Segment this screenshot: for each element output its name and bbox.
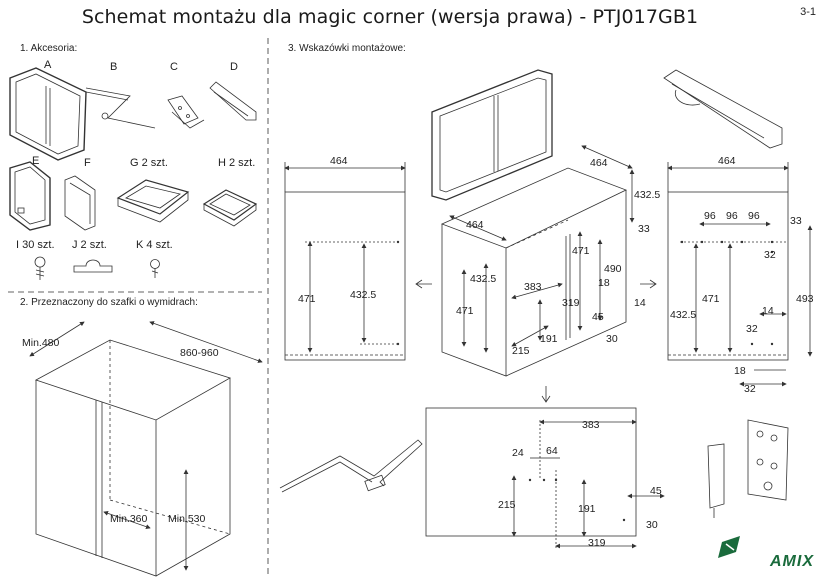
lp-471: 471 bbox=[298, 293, 316, 305]
bp-215: 215 bbox=[498, 499, 516, 511]
lp-464: 464 bbox=[330, 155, 348, 167]
rp-32b: 32 bbox=[746, 323, 758, 335]
bp-30: 30 bbox=[646, 519, 658, 531]
accessory-h-tray bbox=[202, 189, 258, 227]
cc-30: 30 bbox=[606, 333, 618, 345]
accessory-f-profile bbox=[64, 175, 96, 231]
cc-191: 191 bbox=[540, 333, 558, 345]
page-title: Schemat montażu dla magic corner (wersja… bbox=[81, 6, 699, 28]
rp-32c: 32 bbox=[744, 383, 756, 395]
accessory-i-screw bbox=[34, 256, 46, 280]
label-h: H 2 szt. bbox=[218, 157, 255, 169]
section-hints-heading: 3. Wskazówki montażowe: bbox=[288, 43, 406, 54]
label-e: E bbox=[32, 155, 39, 167]
cabinet-isometric bbox=[29, 321, 263, 577]
arrow-right bbox=[640, 279, 657, 289]
amix-logo-text: AMIX bbox=[770, 553, 814, 570]
accessory-a-frame bbox=[9, 67, 87, 161]
rp-471: 471 bbox=[702, 293, 720, 305]
accessory-b-rod bbox=[85, 87, 156, 129]
hole-markers bbox=[396, 240, 774, 522]
rp-493: 493 bbox=[796, 293, 814, 305]
rp-14: 14 bbox=[762, 305, 774, 317]
arrow-left bbox=[415, 279, 432, 289]
cc-383: 383 bbox=[524, 281, 542, 293]
bp-191: 191 bbox=[578, 503, 596, 515]
cc-215: 215 bbox=[512, 345, 530, 357]
bottom-hinge-part bbox=[707, 419, 789, 518]
label-c: C bbox=[170, 61, 178, 73]
cc-490: 490 bbox=[604, 263, 622, 275]
cc-464-top: 464 bbox=[590, 157, 608, 169]
label-g: G 2 szt. bbox=[130, 157, 168, 169]
cc-319: 319 bbox=[562, 297, 580, 309]
dim-min480: Min.480 bbox=[22, 337, 60, 349]
rp-432: 432.5 bbox=[670, 309, 696, 321]
bp-45: 45 bbox=[650, 485, 662, 497]
bp-64: 64 bbox=[546, 445, 558, 457]
rp-96c: 96 bbox=[748, 210, 760, 222]
center-cabinet bbox=[440, 145, 635, 377]
left-panel-drawing bbox=[284, 162, 406, 361]
cc-14: 14 bbox=[634, 297, 646, 309]
cc-432: 432.5 bbox=[634, 189, 660, 201]
label-b: B bbox=[110, 61, 117, 73]
cc-left471: 471 bbox=[456, 305, 474, 317]
bp-319: 319 bbox=[588, 537, 606, 549]
rp-32a: 32 bbox=[764, 249, 776, 261]
cc-18: 18 bbox=[598, 277, 610, 289]
label-i: I 30 szt. bbox=[16, 239, 55, 251]
dim-min530: Min.530 bbox=[168, 513, 206, 525]
page-number: 3-1 bbox=[800, 6, 816, 18]
cc-464-depth: 464 bbox=[466, 219, 484, 231]
amix-logo-mark bbox=[718, 536, 740, 558]
label-a: A bbox=[44, 59, 52, 71]
accessory-c-hinge bbox=[167, 95, 205, 129]
dim-860-960: 860-960 bbox=[180, 347, 219, 359]
bp-24: 24 bbox=[512, 447, 524, 459]
section-accessories-heading: 1. Akcesoria: bbox=[20, 43, 78, 54]
label-f: F bbox=[84, 157, 91, 169]
cc-45: 45 bbox=[592, 311, 604, 323]
rp-18: 18 bbox=[734, 365, 746, 377]
accessory-d-bracket bbox=[209, 81, 257, 121]
rp-464: 464 bbox=[718, 155, 736, 167]
rp-96b: 96 bbox=[726, 210, 738, 222]
cc-471: 471 bbox=[572, 245, 590, 257]
label-j: J 2 szt. bbox=[72, 239, 107, 251]
dim-min360: Min.360 bbox=[110, 513, 148, 525]
section-cabinet-heading: 2. Przeznaczony do szafki o wymidrach: bbox=[20, 297, 198, 308]
cc-left432: 432.5 bbox=[470, 273, 496, 285]
right-bracket-part bbox=[663, 69, 783, 149]
bottom-panel-drawing bbox=[425, 407, 665, 549]
bp-383: 383 bbox=[582, 419, 600, 431]
cc-33: 33 bbox=[638, 223, 650, 235]
label-d: D bbox=[230, 61, 238, 73]
label-k: K 4 szt. bbox=[136, 239, 173, 251]
accessory-k-screw bbox=[150, 259, 160, 278]
arrow-down bbox=[541, 386, 551, 403]
accessory-j-clamp bbox=[73, 259, 113, 273]
accessory-g-tray bbox=[116, 179, 190, 223]
accessory-e-frame bbox=[9, 161, 51, 231]
right-panel-drawing bbox=[667, 162, 813, 387]
lp-432: 432.5 bbox=[350, 289, 376, 301]
rp-96a: 96 bbox=[704, 210, 716, 222]
rp-33: 33 bbox=[790, 215, 802, 227]
center-frame bbox=[431, 69, 553, 201]
bottom-arm-part bbox=[279, 439, 423, 493]
